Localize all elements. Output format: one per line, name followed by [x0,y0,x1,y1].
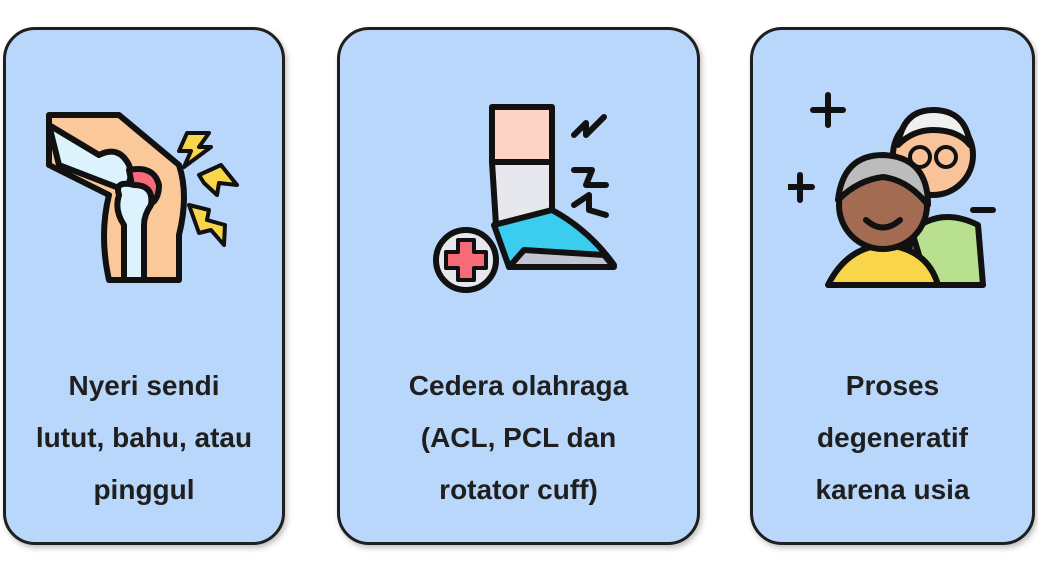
card-label: Cedera olahraga (ACL, PCL dan rotator cu… [408,370,629,505]
sports-injury-foot-icon [432,104,617,293]
knee-joint-pain-icon [46,112,239,283]
card-joint-pain: Nyeri sendi lutut, bahu, atau pinggul [3,27,285,545]
card-sports-injury: Cedera olahraga (ACL, PCL dan rotator cu… [337,27,700,545]
card-degenerative: Proses degeneratif karena usia [750,27,1035,545]
card-label: Nyeri sendi lutut, bahu, atau pinggul [35,370,253,505]
card-label: Proses degeneratif karena usia [815,370,970,505]
elderly-couple-icon [787,92,996,288]
